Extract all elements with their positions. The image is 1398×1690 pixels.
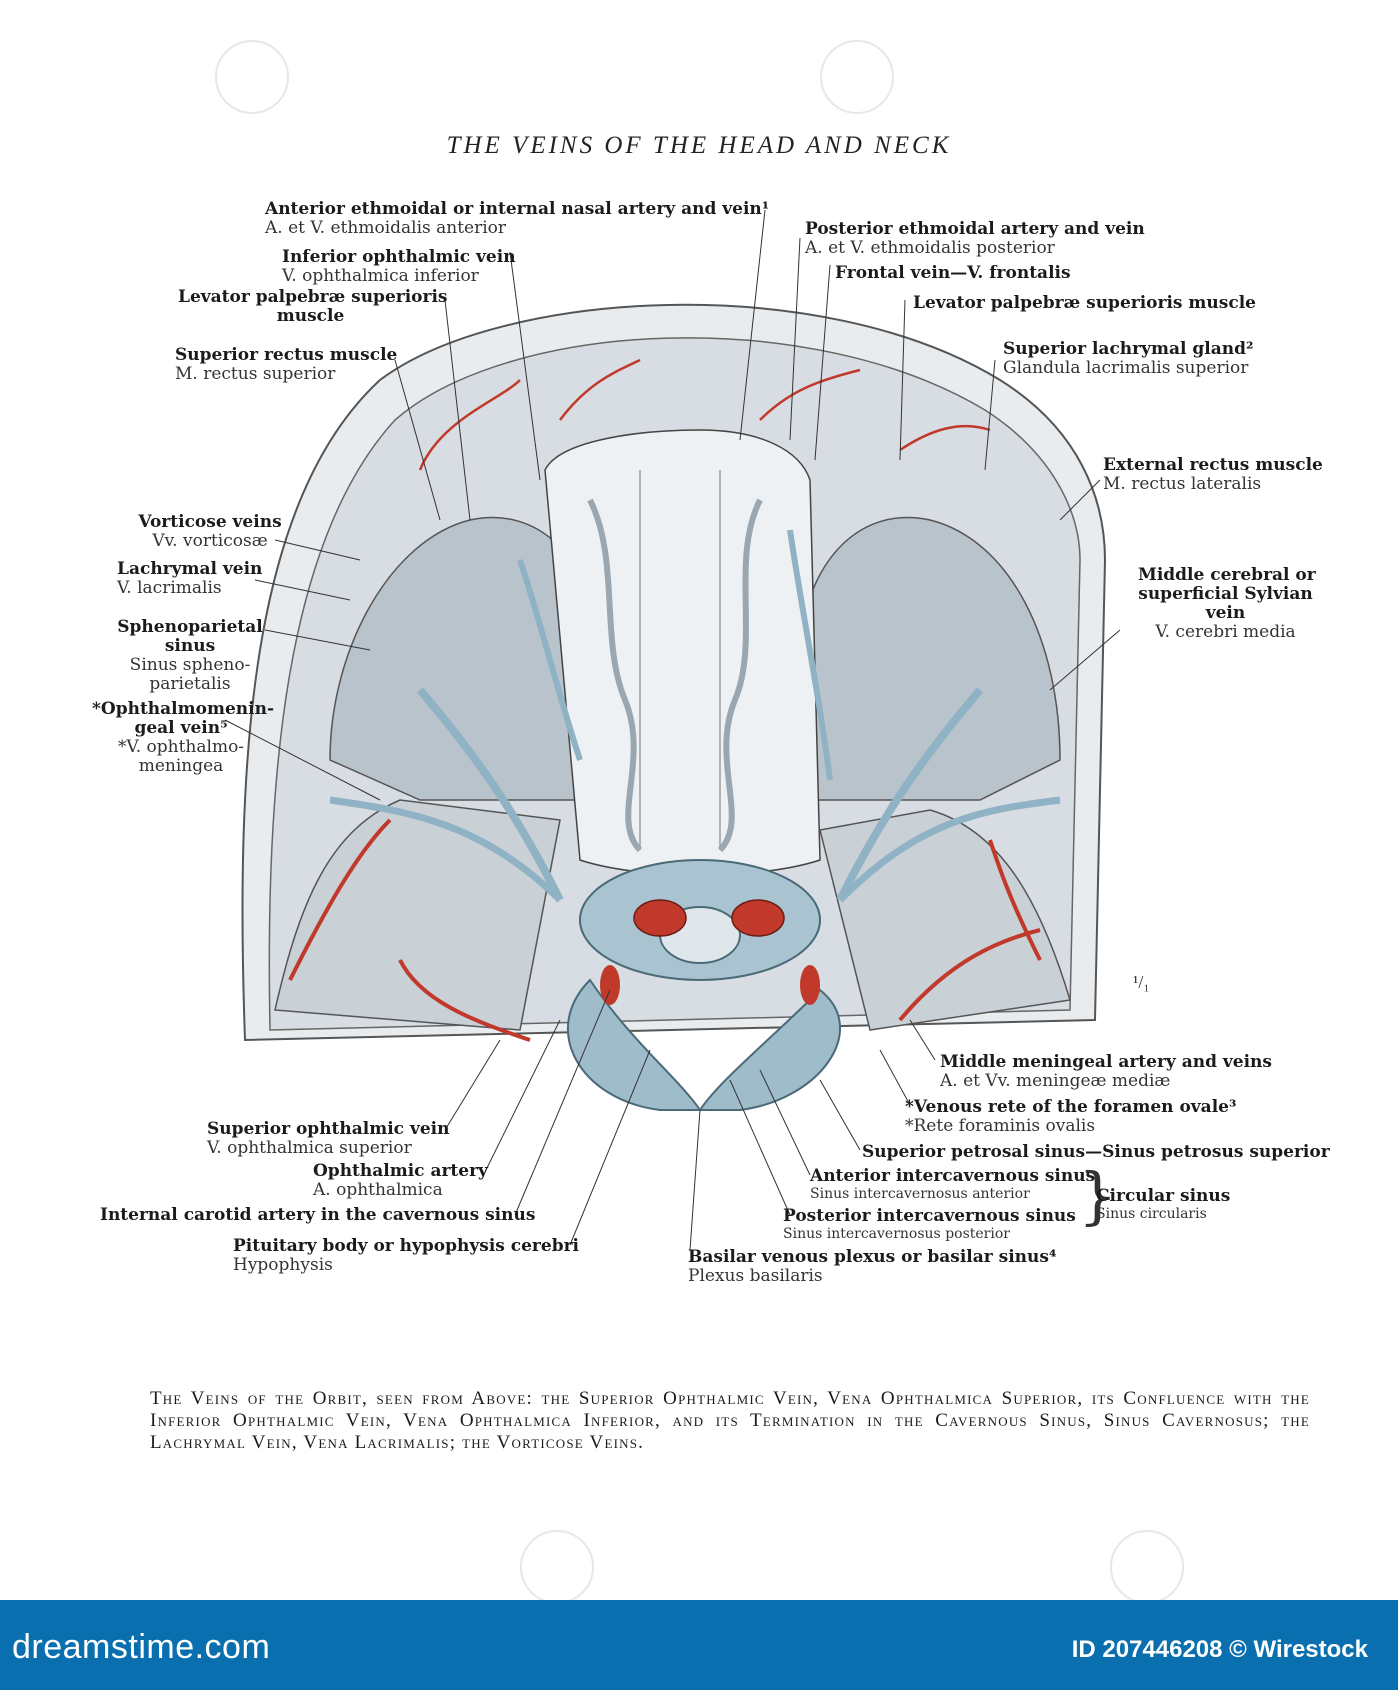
footer-bar: dreamstime.com ID 207446208 © Wirestock (0, 1600, 1398, 1690)
circular-sinus-brace: } (1078, 1159, 1118, 1232)
label-anterior-ethmoidal: Anterior ethmoidal or internal nasal art… (265, 199, 770, 238)
label-superior-lachrymal-gland: Superior lachrymal gland² Glandula lacri… (1003, 339, 1254, 378)
watermark-icon (1110, 1530, 1184, 1604)
brand-logo[interactable]: dreamstime.com (12, 1628, 271, 1666)
label-inferior-ophthalmic-vein: Inferior ophthalmic vein V. ophthalmica … (282, 247, 516, 286)
label-pituitary: Pituitary body or hypophysis cerebri Hyp… (233, 1236, 580, 1275)
label-ophthalmomeningeal-vein: *Ophthalmomenin- geal vein⁵ *V. ophthalm… (92, 699, 274, 776)
label-venous-rete: *Venous rete of the foramen ovale³ *Rete… (905, 1097, 1237, 1136)
watermark-icon (820, 40, 894, 114)
label-frontal-vein: Frontal vein—V. frontalis (835, 263, 1071, 283)
label-middle-meningeal: Middle meningeal artery and veins A. et … (940, 1052, 1272, 1091)
label-superior-petrosal-sinus: Superior petrosal sinus—Sinus petrosus s… (862, 1142, 1330, 1162)
scale-mark: ¹/₁ (1133, 972, 1150, 992)
label-posterior-intercavernous: Posterior intercavernous sinus Sinus int… (783, 1206, 1076, 1243)
label-ophthalmic-artery: Ophthalmic artery A. ophthalmica (313, 1161, 488, 1200)
label-external-rectus: External rectus muscle M. rectus lateral… (1103, 455, 1323, 494)
orbit-illustration (224, 209, 1121, 1251)
label-superior-ophthalmic-vein: Superior ophthalmic vein V. ophthalmica … (207, 1119, 450, 1158)
plate-caption: The Veins of the Orbit, seen from Above:… (150, 1388, 1310, 1453)
label-superior-rectus: Superior rectus muscle M. rectus superio… (175, 345, 398, 384)
watermark-icon (520, 1530, 594, 1604)
label-vorticose-veins: Vorticose veins Vv. vorticosæ (138, 512, 282, 551)
anatomy-plate: THE VEINS OF THE HEAD AND NECK Anterior … (92, 40, 1330, 1604)
stock-id: ID 207446208 © Wirestock (1071, 1636, 1368, 1663)
label-levator-left: Levator palpebræ superioris muscle (178, 287, 448, 326)
label-internal-carotid: Internal carotid artery in the cavernous… (100, 1205, 536, 1225)
label-basilar-plexus: Basilar venous plexus or basilar sinus⁴ … (688, 1247, 1057, 1286)
label-levator-right: Levator palpebræ superioris muscle (913, 293, 1256, 313)
label-circular-sinus: Circular sinus Sinus circularis (1096, 1186, 1231, 1223)
label-sylvian-vein: Middle cerebral or superficial Sylvian v… (1138, 565, 1316, 642)
watermark-icon (215, 40, 289, 114)
label-posterior-ethmoidal: Posterior ethmoidal artery and vein A. e… (805, 219, 1145, 258)
label-anterior-intercavernous: Anterior intercavernous sinus Sinus inte… (810, 1166, 1096, 1203)
label-sphenoparietal-sinus: Sphenoparietal sinus Sinus spheno- parie… (117, 617, 263, 694)
plate-title: THE VEINS OF THE HEAD AND NECK (446, 132, 952, 159)
label-lachrymal-vein: Lachrymal vein V. lacrimalis (117, 559, 263, 598)
